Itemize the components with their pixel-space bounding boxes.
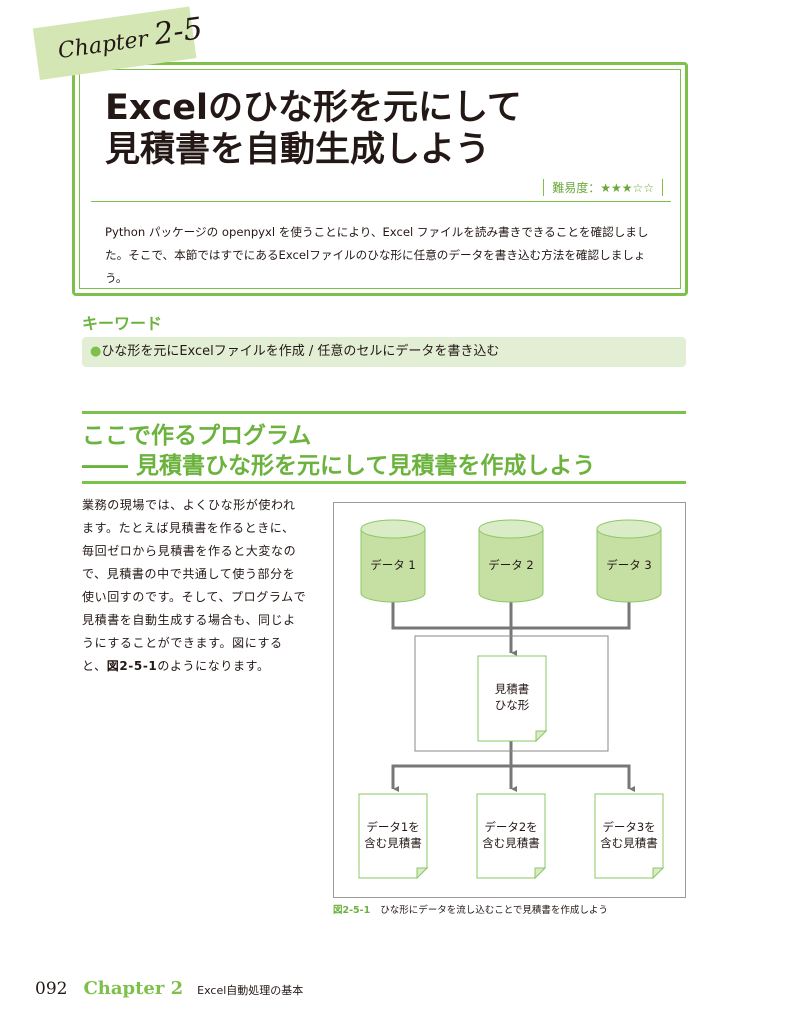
data-label: データ 2 bbox=[488, 558, 533, 572]
page-title: Excelのひな形を元にして見積書を自動生成しよう bbox=[105, 87, 522, 171]
title-line-2: 見積書を自動生成しよう bbox=[105, 130, 491, 170]
section-heading-line-2: ―― 見積書ひな形を元にして見積書を作成しよう bbox=[82, 453, 596, 479]
body-paragraph: 業務の現場では、よくひな形が使われます。たとえば見積書を作るときに、毎回ゼロから… bbox=[82, 498, 307, 673]
intro-text: Python パッケージの openpyxl を使うことにより、Excel ファ… bbox=[105, 225, 649, 285]
output-label-2: 含む見積書 bbox=[482, 836, 540, 850]
section-heading-line-1: ここで作るプログラム bbox=[82, 423, 312, 449]
chapter-label: Chapter bbox=[56, 26, 150, 65]
output-label-2: 含む見積書 bbox=[364, 836, 422, 850]
data-cylinder: データ 2 bbox=[478, 519, 544, 603]
template-document: 見積書 ひな形 bbox=[477, 655, 548, 743]
body-tail: のようになります。 bbox=[157, 659, 270, 673]
figure-caption: 図2-5-1 ひな形にデータを流し込むことで見積書を作成しよう bbox=[333, 902, 608, 916]
footer-chapter: Chapter 2 bbox=[83, 978, 184, 999]
footer-title: Excel自動処理の基本 bbox=[197, 984, 304, 997]
page-footer: 092 Chapter 2 Excel自動処理の基本 bbox=[35, 978, 303, 999]
template-label-1: 見積書 bbox=[495, 682, 530, 696]
body-text: 業務の現場では、よくひな形が使われます。たとえば見積書を作るときに、毎回ゼロから… bbox=[82, 494, 307, 678]
section-rule-bottom bbox=[82, 481, 686, 484]
data-cylinder: データ 1 bbox=[360, 519, 426, 603]
data-label: データ 3 bbox=[606, 558, 651, 572]
bullet-icon: ● bbox=[90, 344, 102, 359]
difficulty-rating: 難易度：★★★☆☆ bbox=[543, 179, 663, 196]
divider bbox=[91, 201, 671, 202]
data-label: データ 1 bbox=[370, 558, 415, 572]
template-label-2: ひな形 bbox=[495, 698, 530, 712]
title-line-1: Excelのひな形を元にして bbox=[105, 88, 522, 128]
caption-text: ひな形にデータを流し込むことで見積書を作成しよう bbox=[380, 905, 608, 916]
section-heading: ここで作るプログラム ―― 見積書ひな形を元にして見積書を作成しよう bbox=[82, 421, 595, 481]
output-label-1: データ3を bbox=[602, 820, 655, 834]
keywords-bar: ●ひな形を元にExcelファイルを作成 / 任意のセルにデータを書き込む bbox=[82, 337, 686, 367]
page-number: 092 bbox=[35, 979, 68, 999]
chapter-title-box: Excelのひな形を元にして見積書を自動生成しよう 難易度：★★★☆☆ Pyth… bbox=[72, 62, 688, 296]
keywords-heading: キーワード bbox=[82, 314, 163, 333]
output-label-1: データ1を bbox=[366, 820, 419, 834]
caption-number: 図2-5-1 bbox=[333, 905, 371, 916]
output-label-1: データ2を bbox=[484, 820, 537, 834]
figure-reference: 図2-5-1 bbox=[106, 659, 158, 673]
data-cylinder: データ 3 bbox=[596, 519, 662, 603]
chapter-number: 2-5 bbox=[152, 11, 205, 53]
keywords-text: ひな形を元にExcelファイルを作成 / 任意のセルにデータを書き込む bbox=[101, 344, 500, 359]
section-rule-top bbox=[82, 411, 686, 414]
output-label-2: 含む見積書 bbox=[600, 836, 658, 850]
